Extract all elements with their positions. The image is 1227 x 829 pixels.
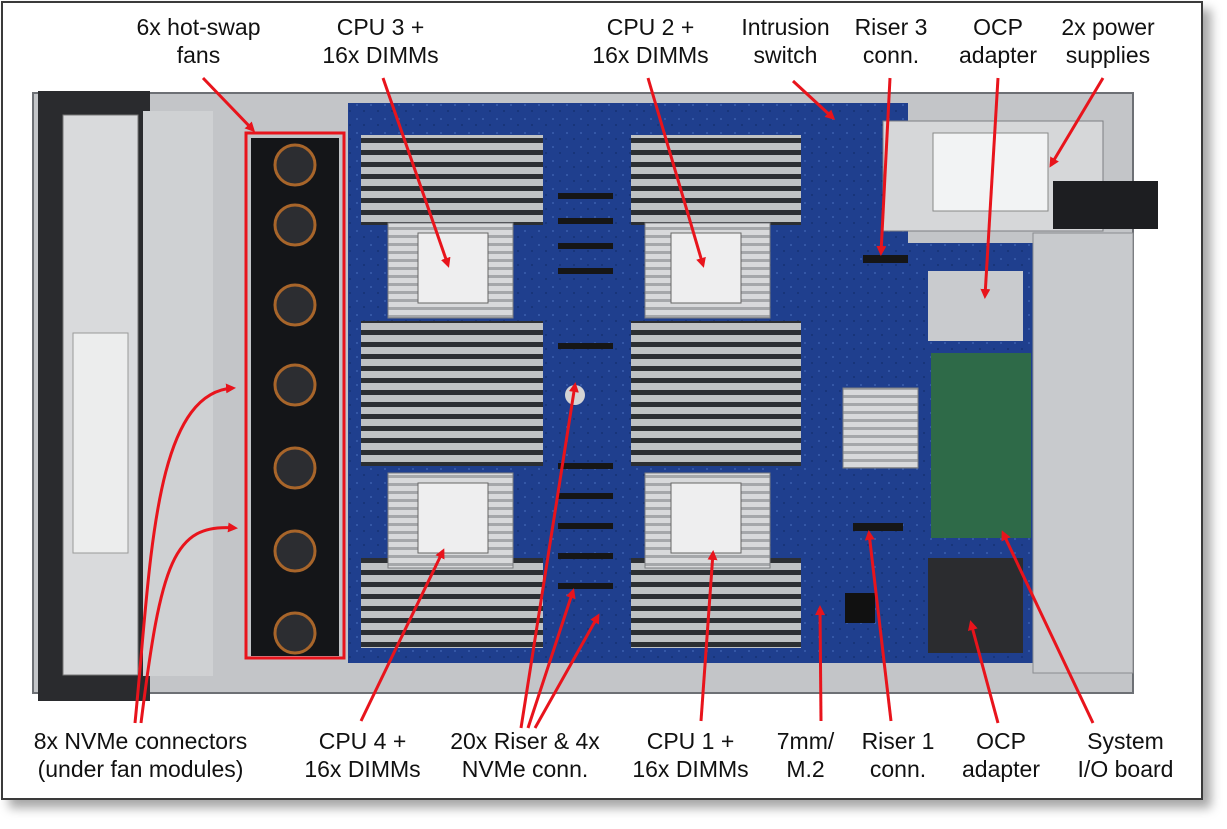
cpu-heatsinks <box>387 222 919 569</box>
label-line: 2x power <box>1061 14 1155 40</box>
label-line: 16x DIMMs <box>304 756 421 782</box>
label-riser-nvme-conn: 20x Riser & 4x NVMe conn. <box>435 727 615 783</box>
label-cpu3: CPU 3 + 16x DIMMs <box>303 13 458 69</box>
fan-modules <box>251 138 339 656</box>
label-power-supplies: 2x power supplies <box>1048 13 1168 69</box>
label-hot-swap-fans: 6x hot-swap fans <box>121 13 276 69</box>
callout-arrows <box>133 76 1105 729</box>
label-line: conn. <box>869 756 927 782</box>
dimm-banks <box>361 135 801 648</box>
label-system-io-board: System I/O board <box>1063 727 1188 783</box>
label-line: CPU 3 + <box>336 14 425 40</box>
label-line: 16x DIMMs <box>322 42 439 68</box>
label-line: 6x hot-swap <box>136 14 261 40</box>
label-line: conn. <box>862 42 920 68</box>
label-cpu1: CPU 1 + 16x DIMMs <box>613 727 768 783</box>
label-line: adapter <box>961 756 1040 782</box>
label-line: Riser 1 <box>861 728 935 754</box>
label-line: 16x DIMMs <box>632 756 749 782</box>
fan-highlight-box <box>244 131 346 660</box>
label-line: I/O board <box>1077 756 1174 782</box>
label-line: CPU 4 + <box>318 728 407 754</box>
label-line: CPU 1 + <box>646 728 735 754</box>
label-ocp-adapter-top: OCP adapter <box>948 13 1048 69</box>
label-line: 16x DIMMs <box>592 42 709 68</box>
label-line: M.2 <box>786 756 825 782</box>
label-cpu2: CPU 2 + 16x DIMMs <box>573 13 728 69</box>
figure-frame: 6x hot-swap fans CPU 3 + 16x DIMMs CPU 2… <box>1 1 1203 800</box>
label-line: OCP <box>973 14 1023 40</box>
label-line: CPU 2 + <box>606 14 695 40</box>
label-line: OCP <box>976 728 1026 754</box>
label-line: (under fan modules) <box>37 756 244 782</box>
label-line: Riser 3 <box>854 14 928 40</box>
label-line: 20x Riser & 4x <box>450 728 600 754</box>
chassis <box>32 91 1158 701</box>
label-cpu4: CPU 4 + 16x DIMMs <box>285 727 440 783</box>
label-line: fans <box>176 42 221 68</box>
label-riser3: Riser 3 conn. <box>841 13 941 69</box>
server-photo <box>32 76 1158 729</box>
label-intrusion-switch: Intrusion switch <box>728 13 843 69</box>
label-nvme-connectors: 8x NVMe connectors (under fan modules) <box>8 727 273 783</box>
label-m2: 7mm/ M.2 <box>768 727 843 783</box>
label-riser1: Riser 1 conn. <box>848 727 948 783</box>
label-line: NVMe conn. <box>461 756 589 782</box>
label-line: supplies <box>1065 42 1151 68</box>
label-line: switch <box>753 42 818 68</box>
label-line: adapter <box>958 42 1037 68</box>
label-line: System <box>1087 728 1164 754</box>
label-ocp-adapter-bottom: OCP adapter <box>951 727 1051 783</box>
label-line: 8x NVMe connectors <box>33 728 248 754</box>
label-line: 7mm/ <box>776 728 835 754</box>
label-line: Intrusion <box>741 14 830 40</box>
